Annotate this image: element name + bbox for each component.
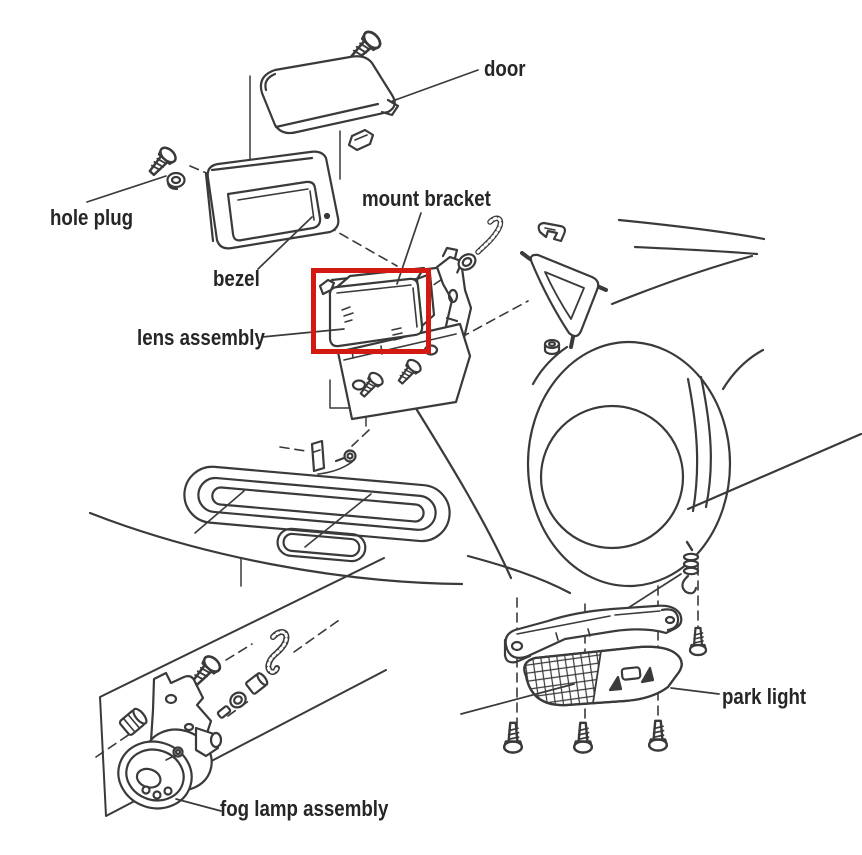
triangle-bracket-part — [520, 251, 608, 349]
leader-lines — [86, 69, 720, 812]
spring-screw-part — [681, 540, 700, 595]
bumper-part — [183, 465, 451, 587]
hole-plug-part — [144, 143, 186, 191]
bezel-part — [204, 150, 340, 250]
label-bezel: bezel — [213, 266, 260, 291]
fog-lamp-assembly-part — [99, 557, 387, 817]
label-lens-assembly: lens assembly — [137, 325, 265, 350]
label-mount-bracket: mount bracket — [362, 186, 491, 211]
label-hole-plug: hole plug — [50, 205, 134, 230]
car-body-outline — [88, 218, 862, 595]
park-light-bracket-part — [503, 604, 683, 664]
harness-wire-part — [456, 215, 504, 274]
label-park-light: park light — [722, 684, 807, 709]
u-clip-part — [537, 221, 566, 243]
door-part — [259, 27, 400, 152]
mount-bracket-part — [324, 246, 473, 421]
label-fog-lamp-assembly: fog lamp assembly — [220, 796, 389, 821]
lens-assembly-highlight-box — [311, 268, 431, 354]
bumper-clip-part — [310, 439, 357, 475]
push-nut-part — [543, 338, 561, 356]
label-door: door — [484, 56, 526, 81]
lens-assembly-part — [318, 266, 436, 359]
